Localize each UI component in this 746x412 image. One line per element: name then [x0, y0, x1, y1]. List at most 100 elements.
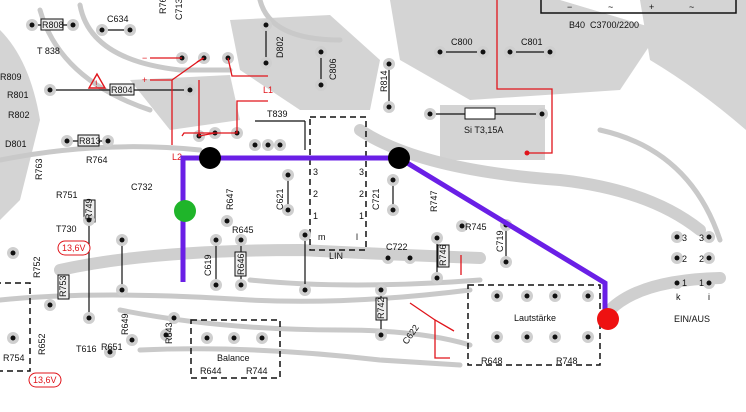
pad-hole	[285, 172, 291, 178]
solder-pads	[7, 19, 715, 358]
label-lin: LIN	[329, 251, 343, 261]
pad-hole	[119, 237, 125, 243]
r808-body	[40, 18, 64, 31]
label-r649: R649	[120, 313, 130, 335]
pad-hole	[437, 49, 443, 55]
pad-hole	[10, 250, 16, 256]
pad-hole	[86, 315, 92, 321]
label-c732: C732	[131, 182, 153, 192]
pad-hole	[390, 177, 396, 183]
label-r742: R742	[376, 297, 386, 319]
r646-body	[234, 251, 247, 277]
label-r749: R749	[84, 198, 94, 220]
pad-hole	[503, 259, 509, 265]
warn-plus: +	[142, 75, 147, 85]
label-r652: R652	[37, 333, 47, 355]
pad-hole	[86, 217, 92, 223]
voltage-label-1: 13,6V	[62, 243, 86, 253]
warn-minus: −	[142, 53, 147, 63]
label-r754: R754	[3, 353, 25, 363]
pad-hole	[285, 207, 291, 213]
pad-hole	[263, 60, 269, 66]
pad-hole	[263, 22, 269, 28]
end-marker[interactable]	[597, 308, 619, 330]
pad-hole	[105, 138, 111, 144]
pad-hole	[107, 349, 113, 355]
start-marker[interactable]	[174, 200, 196, 222]
pad-hole	[204, 335, 210, 341]
lin-switch-outline	[309, 116, 367, 251]
pad-hole	[171, 315, 177, 321]
lin-pin1b: 1	[359, 211, 364, 221]
copper-traces	[0, 0, 746, 368]
pad-hole	[318, 49, 324, 55]
label-r76: R76	[158, 0, 168, 14]
label-r753: R753	[58, 275, 68, 297]
pad-hole	[302, 232, 308, 238]
pad-hole	[252, 142, 258, 148]
label-c634: C634	[107, 14, 129, 24]
pad-hole	[70, 22, 76, 28]
pad-hole	[129, 337, 135, 343]
label-volume: Lautstärke	[514, 313, 556, 323]
label-power-switch: EIN/AUS	[674, 314, 710, 324]
label-c806: C806	[328, 58, 338, 80]
pad-hole	[585, 334, 591, 340]
pad-hole	[385, 255, 391, 261]
label-r747: R747	[429, 190, 439, 212]
label-r802: R802	[8, 110, 30, 120]
rect-plus: +	[649, 2, 654, 12]
lin-pin3a: 3	[313, 167, 318, 177]
label-t838: T 838	[37, 46, 60, 56]
label-r764: R764	[86, 155, 108, 165]
label-r645: R645	[232, 225, 254, 235]
voltage-label-2: 13,6V	[33, 375, 57, 385]
pad-hole	[10, 335, 16, 341]
pad-hole	[277, 142, 283, 148]
label-c800: C800	[451, 37, 473, 47]
label-r744: R744	[246, 366, 268, 376]
label-r745: R745	[465, 222, 487, 232]
pad-hole	[378, 332, 384, 338]
label-c621: C621	[275, 188, 285, 210]
lin-l: l	[356, 232, 358, 242]
pad-hole	[29, 22, 35, 28]
rect-ac1: ~	[608, 2, 613, 12]
pad-hole	[507, 49, 513, 55]
pad-hole	[302, 287, 308, 293]
pad-hole	[407, 255, 413, 261]
pad-hole	[427, 111, 433, 117]
pad-hole	[390, 207, 396, 213]
label-c713: C713	[174, 0, 184, 20]
label-d802: D802	[275, 36, 285, 58]
pad-hole	[524, 334, 530, 340]
pad-hole	[163, 332, 169, 338]
label-r763: R763	[34, 158, 44, 180]
pad-hole	[494, 293, 500, 299]
pad-hole	[238, 282, 244, 288]
node-marker-2[interactable]	[388, 147, 410, 169]
r742-body	[375, 297, 388, 321]
r753-body	[57, 274, 70, 300]
lin-pin2b: 2	[359, 189, 364, 199]
voltage-badge-2	[28, 372, 62, 388]
pad-hole	[585, 293, 591, 299]
lin-pin3b: 3	[359, 167, 364, 177]
label-t839: T839	[267, 109, 288, 119]
label-r647: R647	[225, 188, 235, 210]
pad-hole	[524, 293, 530, 299]
label-r801: R801	[7, 90, 29, 100]
pad-hole	[231, 335, 237, 341]
red-annotations	[150, 0, 553, 359]
rectifier-outline	[540, 0, 737, 14]
sw-pin2b: 2	[699, 254, 704, 264]
node-marker-1[interactable]	[199, 147, 221, 169]
balance-pot-outline	[190, 319, 281, 379]
warning-icon	[87, 72, 107, 89]
pad-hole	[480, 49, 486, 55]
label-r643: R643	[164, 322, 174, 344]
label-t730: T730	[56, 224, 77, 234]
pad-hole	[547, 49, 553, 55]
pad-hole	[119, 287, 125, 293]
label-l2: L2	[172, 152, 182, 162]
